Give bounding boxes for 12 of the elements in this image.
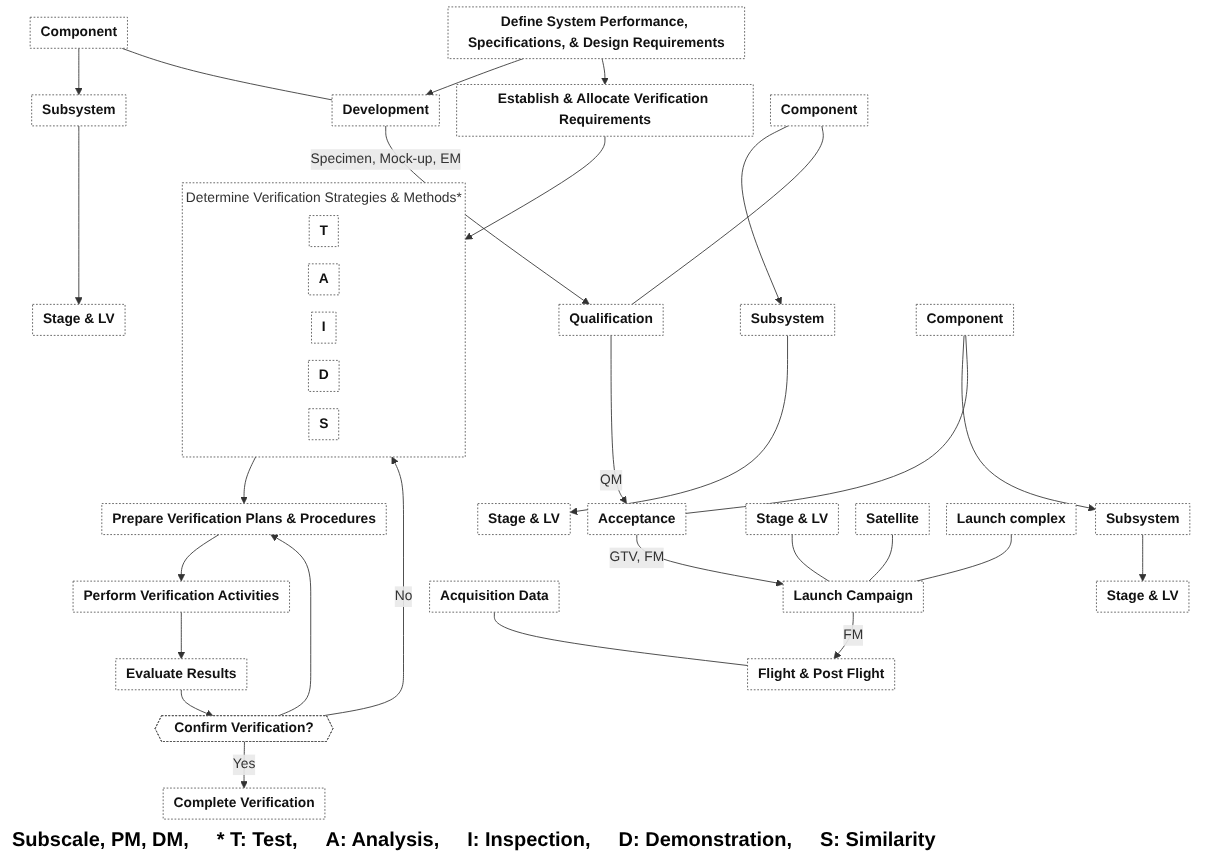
footnote-text: Subscale, PM, DM, [12, 830, 189, 852]
footnote-text: I: Inspection, [467, 830, 591, 852]
footnote-text: S: Similarity [819, 830, 936, 852]
connector [493, 611, 748, 666]
connector [685, 334, 968, 514]
footnote-text: * T: Test, [216, 830, 298, 852]
connector [791, 534, 830, 582]
connector [121, 47, 333, 101]
connector [868, 534, 893, 582]
footnote-text: D: Demonstration, [618, 830, 792, 852]
footnote-text: A: Analysis, [325, 830, 440, 852]
connector [916, 534, 1012, 582]
